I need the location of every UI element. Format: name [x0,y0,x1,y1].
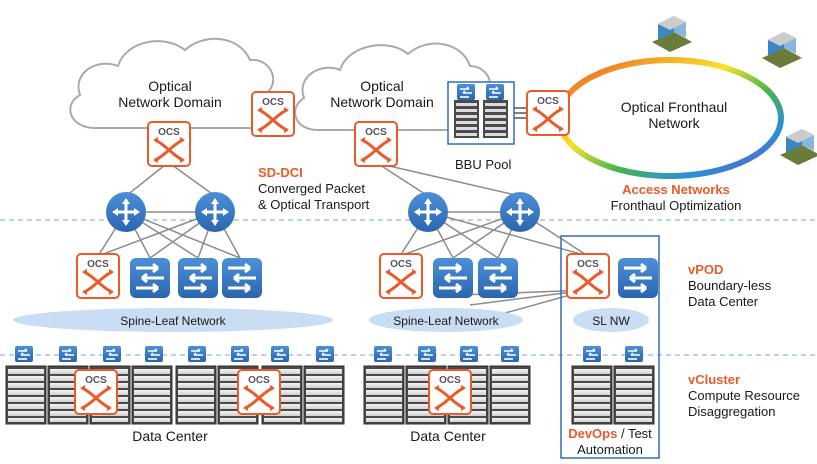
spine-leaf-mid-label: Spine-Leaf Network [393,314,499,328]
spine-leaf-left-label: Spine-Leaf Network [120,314,226,328]
fronthaul-label: Optical Fronthaul Network [604,99,744,131]
spine-leaf-ellipse-mid [369,308,523,332]
rack-switch-row [14,345,644,363]
devops-line2: Automation [577,442,643,457]
server-rack-icon [571,365,655,425]
building-icon [780,129,817,165]
router-icon [106,192,146,232]
ocs-switch-icon [427,368,473,416]
switch-icon [220,256,264,300]
cloud-left-label-line1: Optical [148,78,192,94]
access-networks-block: Access Networks Fronthaul Optimization [596,182,756,214]
bbu-pool-label: BBU Pool [455,157,512,172]
server-rack-icon [483,100,508,138]
ocs-switch-icon [75,252,121,300]
access-networks-subtitle: Fronthaul Optimization [610,198,742,213]
access-networks-title: Access Networks [622,182,730,197]
devops-highlight: DevOps [568,426,618,441]
router-icon [195,192,235,232]
switch-icon [485,83,505,101]
cloud-left-label-line2: Network Domain [118,94,222,110]
vpod-line2: Data Center [688,294,759,309]
vpod-block: vPOD Boundary-less Data Center [688,262,771,310]
devops-block: DevOps / Test Automation [561,426,659,458]
ocs-switch-icon [525,89,571,137]
vcluster-line1: Compute Resource [688,388,800,403]
switch-icon [176,256,220,300]
spine-leaf-ellipse-left [13,308,333,332]
building-icon [762,32,802,68]
ocs-switch-icon [250,90,296,138]
sl-nw-label: SL NW [592,314,630,328]
switch-icon [616,256,660,300]
vpod-line1: Boundary-less [688,278,772,293]
switch-icon [456,83,476,101]
sd-dci-line1: Converged Packet [258,181,365,196]
router-icon [408,192,448,232]
ocs-switch-icon [146,120,192,168]
data-center-mid-label: Data Center [410,428,486,444]
switch-icon [431,256,475,300]
sd-dci-line2: & Optical Transport [258,197,370,212]
fronthaul-label-line1: Optical Fronthaul [620,99,728,115]
cloud-mid-label-line2: Network Domain [330,94,434,110]
cloud-left-label: Optical Network Domain [110,78,230,110]
vpod-title: vPOD [688,262,724,277]
sd-dci-title: SD-DCI [258,165,303,180]
ocs-switch-icon [565,252,611,300]
switch-icon [476,256,520,300]
server-rack-icon [5,365,345,425]
cloud-mid-label-line1: Optical [360,78,404,94]
ocs-switch-icon [236,368,282,416]
vpod-box [560,235,660,459]
cloud-mid-label: Optical Network Domain [322,78,442,110]
server-rack-icon [454,100,479,138]
fronthaul-label-line2: Network [648,115,700,131]
ocs-switch-icon [378,252,424,300]
vcluster-block: vCluster Compute Resource Disaggregation [688,372,800,420]
building-icon [652,16,692,52]
ocs-switch-icon [73,368,119,416]
sl-nw-ellipse [573,308,649,332]
switch-icon [128,256,172,300]
data-center-left-label: Data Center [132,428,208,444]
vcluster-title: vCluster [688,372,741,387]
sd-dci-block: SD-DCI Converged Packet & Optical Transp… [258,165,369,213]
vcluster-line2: Disaggregation [688,404,776,419]
ocs-switch-icon [353,120,399,168]
router-icon [500,192,540,232]
devops-rest: / Test [617,426,652,441]
